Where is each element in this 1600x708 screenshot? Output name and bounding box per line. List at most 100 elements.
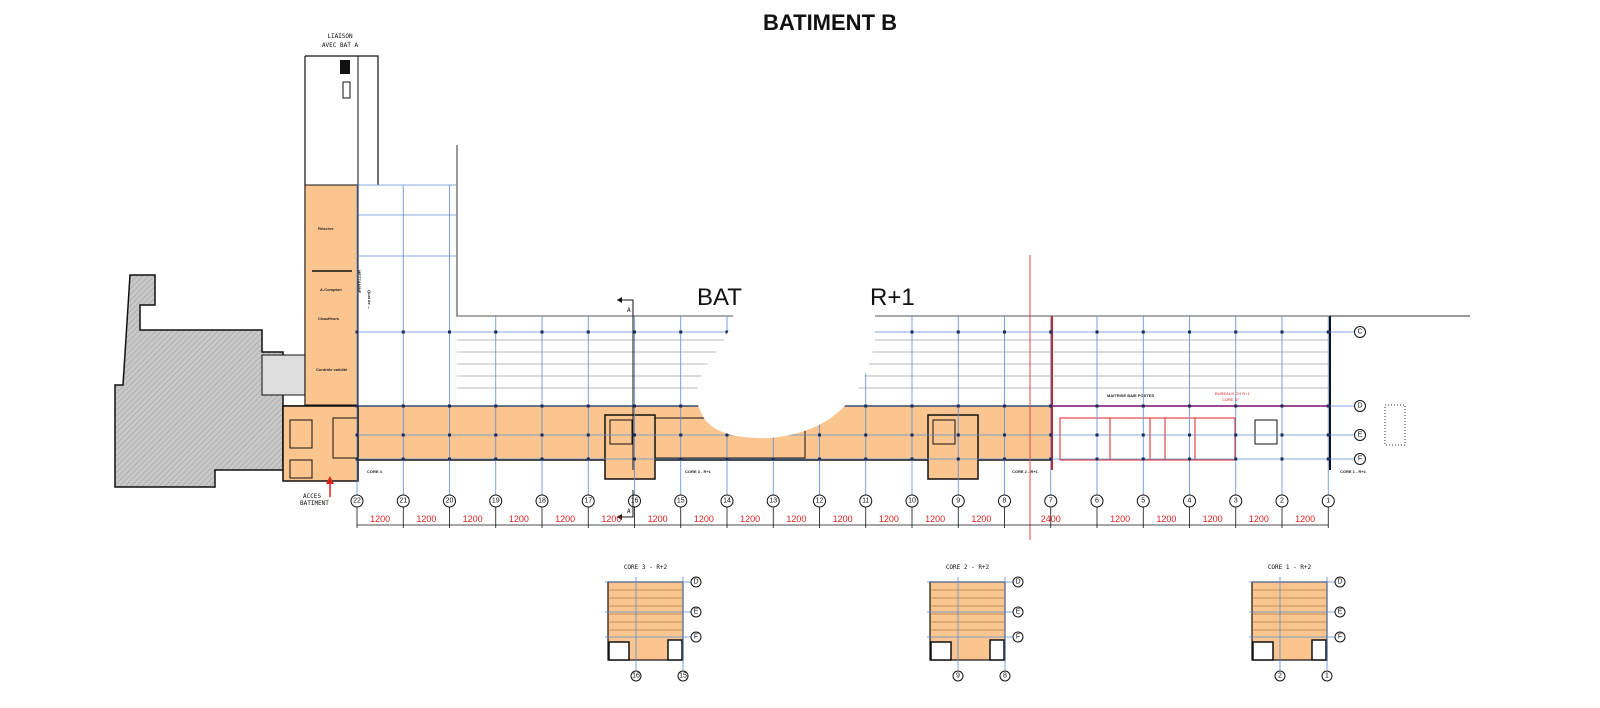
column-post <box>818 457 821 461</box>
grid-bubble-column <box>905 494 919 508</box>
dimension-label: 1200 <box>509 514 529 524</box>
column-post <box>1141 433 1145 437</box>
floor-label-left: BAT <box>697 284 742 311</box>
r2-stair <box>930 641 952 661</box>
dimension-label: 1200 <box>601 514 621 524</box>
column-post <box>956 457 960 461</box>
column-post <box>725 457 729 461</box>
column-post <box>1095 433 1099 437</box>
stair-icons <box>289 419 1278 479</box>
column-post <box>1049 404 1053 408</box>
column-post <box>1188 457 1191 461</box>
column-post <box>586 457 590 461</box>
orange-wing <box>304 184 359 406</box>
dimension-label: 2400 <box>1041 514 1061 524</box>
r2-grid-label-row: E <box>694 609 699 616</box>
svg-text:A: A <box>627 307 631 314</box>
grid-bubble-column <box>628 494 641 508</box>
room-label-quai: Quai de ... <box>367 290 372 309</box>
column-post <box>401 330 405 334</box>
r2-grid-label-row: D <box>1337 579 1342 586</box>
grid-label-column: 8 <box>1003 498 1007 505</box>
column-post <box>1326 404 1330 408</box>
column-post <box>448 330 451 334</box>
column-post <box>355 330 359 334</box>
r2-grid-bubble-column <box>952 670 964 682</box>
grid-bubble-column <box>1229 494 1243 508</box>
right-zone-sublabel: CORE N° <box>1222 397 1240 402</box>
dimension-label: 1200 <box>555 514 575 524</box>
column-post <box>401 404 405 408</box>
dimension-label: 1200 <box>833 514 853 524</box>
grid-label-column: 6 <box>1095 498 1099 505</box>
dimension-label: 1200 <box>1156 514 1176 524</box>
r2-grid-label-column: 2 <box>1278 673 1282 680</box>
r2-grid-label-row: E <box>1338 609 1343 616</box>
grid-label-column: 9 <box>956 498 960 505</box>
core-3-block <box>604 414 656 480</box>
r2-grid-label-row: E <box>1016 609 1021 616</box>
column-post <box>540 330 544 334</box>
column-post <box>1003 330 1006 334</box>
grid-bubble-column <box>535 494 549 508</box>
column-post <box>633 457 636 461</box>
grid-bubble-column <box>674 494 688 508</box>
r2-grid-label-row: F <box>1338 634 1342 641</box>
dimension-label: 1200 <box>370 514 390 524</box>
r2-grid-label-column: 16 <box>632 673 640 680</box>
r2-grid-label-row: F <box>694 634 698 641</box>
link-label-line2: AVEC BAT A <box>322 42 359 49</box>
grid-label-column: 1 <box>1326 498 1330 505</box>
dimension-label: 1200 <box>879 514 899 524</box>
grid-bubble-column <box>1183 494 1196 508</box>
r2-core-label: CORE 2 - R+2 <box>946 564 990 571</box>
column-post <box>1141 457 1145 461</box>
room-label-comptoir: A-Comptoir <box>320 287 342 292</box>
column-post <box>725 433 729 437</box>
column-post <box>1234 330 1238 334</box>
column-post <box>1095 457 1099 461</box>
r2-grid-bubble-row <box>690 606 702 618</box>
column-post <box>1326 330 1330 334</box>
svg-text:BATIMENT: BATIMENT <box>300 500 329 507</box>
core-label-1: CORE 1 - R+1 <box>1340 469 1367 474</box>
r2-grid-label-row: F <box>1016 634 1020 641</box>
column-post <box>771 457 775 461</box>
dimension-label: 1200 <box>648 514 668 524</box>
r2-grid-bubble-column <box>630 670 642 682</box>
column-post <box>1095 330 1099 334</box>
r2-grid-label-column: 1 <box>1325 673 1329 680</box>
column-post <box>586 330 590 334</box>
column-post <box>494 404 498 408</box>
room-label-chauffeurs: Chauffeurs <box>318 316 340 321</box>
grid-label-row: F <box>1358 456 1362 463</box>
grid-bubble-column <box>489 494 503 508</box>
column-post <box>1280 330 1284 334</box>
grid-bubble-column <box>766 494 780 508</box>
core-label-4: CORE 4 <box>367 469 383 474</box>
link-tower: LIAISON AVEC BAT A <box>304 33 379 406</box>
grid-bubble-column <box>1136 494 1150 508</box>
column-post <box>1188 433 1191 437</box>
r2-lift <box>1311 639 1327 661</box>
column-post <box>494 457 498 461</box>
grid-bubble-column <box>720 494 734 508</box>
column-post <box>540 457 544 461</box>
annex-block <box>261 354 308 396</box>
column-post <box>864 457 868 461</box>
column-post <box>401 457 405 461</box>
core-label-3: CORE 3 - R+1 <box>685 469 712 474</box>
r2-grid-bubble-row <box>1334 606 1346 618</box>
r2-lift <box>989 639 1005 661</box>
grid-label-row: D <box>1357 403 1362 410</box>
grid-label-column: 15 <box>677 498 685 505</box>
column-post <box>1141 404 1145 408</box>
r2-grid-bubble-row <box>690 576 702 588</box>
r2-grid-bubble-row <box>1012 606 1024 618</box>
grid-bubble-column <box>350 494 364 508</box>
r2-grid-bubble-row <box>1012 576 1024 588</box>
grid-label-column: 11 <box>862 498 869 505</box>
grid-bubble-column <box>396 494 410 508</box>
